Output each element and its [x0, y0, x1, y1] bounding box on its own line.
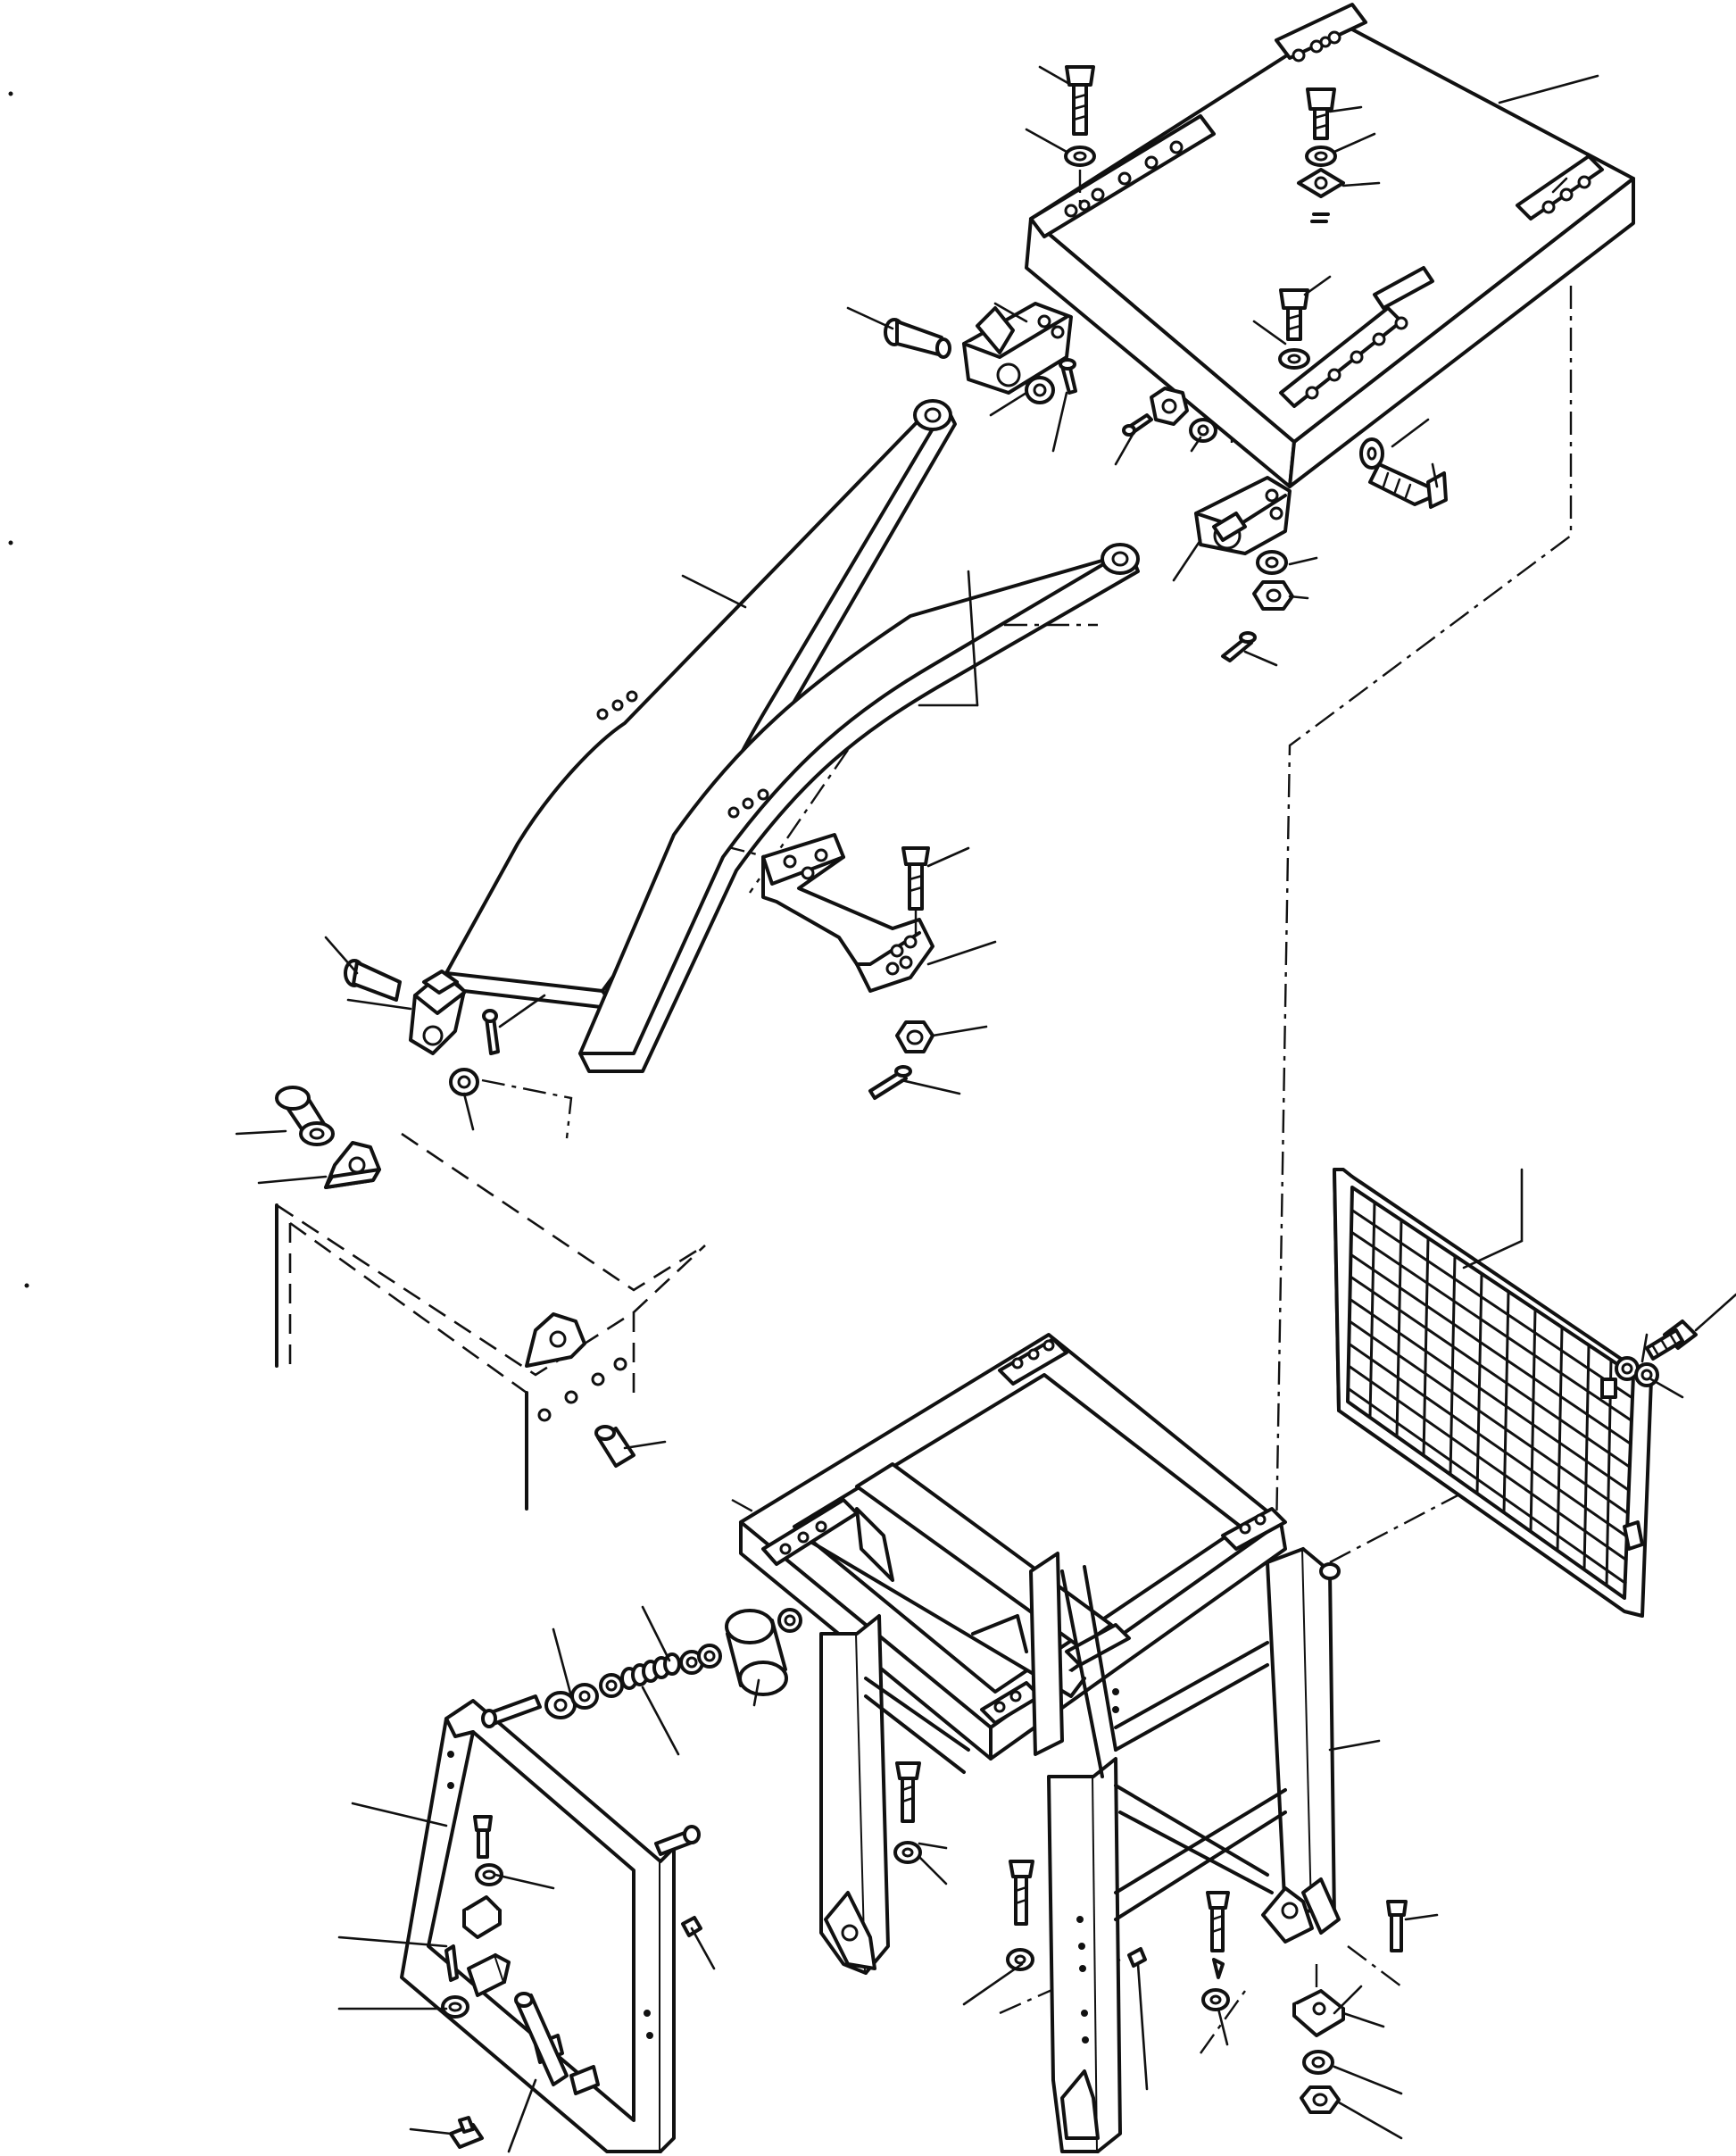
rear-screen-guard: [1333, 1168, 1653, 1618]
front-guard-frame: [400, 1694, 702, 2153]
cab-bolt-holes: [537, 1357, 627, 1422]
right-support-tube: [578, 543, 1140, 1073]
front-guard-small-bracket: [449, 2116, 484, 2149]
roof-bolt-left: [1064, 65, 1096, 205]
lower-right-nut-stack: [1221, 550, 1294, 662]
roof-bolt-right: [1297, 87, 1345, 223]
upper-left-clevis-bracket: [962, 302, 1073, 395]
foot-bolt-far-right: [1386, 1900, 1408, 1952]
roof-bolt-center: [1278, 288, 1310, 370]
foot-pin-center: [1127, 1947, 1147, 1968]
roof-side-bolt: [1359, 437, 1448, 509]
upper-left-cotter-pin: [1059, 358, 1077, 395]
center-nut: [868, 1020, 934, 1100]
lower-left-pin: [344, 959, 402, 1002]
lower-cotter-pin: [482, 1009, 500, 1055]
foot-bolt-center: [1006, 1860, 1034, 1971]
center-bolt: [901, 846, 930, 942]
left-support-tube: [444, 399, 957, 1011]
spring-and-washer-stack: [544, 1644, 722, 1719]
main-frame: [739, 1333, 1341, 2153]
upper-right-clevis-bracket: [1194, 476, 1292, 555]
lower-clevis-bracket: [409, 970, 466, 1055]
upper-right-nut-assembly: [1122, 387, 1217, 443]
cab-phantom-outline: [275, 1203, 706, 1511]
cab-plug: [594, 1425, 635, 1468]
callout-leader-lines: [235, 65, 1736, 2153]
mounting-ear: [324, 1141, 381, 1189]
upper-left-pin: [884, 318, 951, 359]
cab-mounting-ear: [525, 1312, 586, 1368]
bushing: [275, 1086, 335, 1146]
canopy-roof-plate: [1025, 3, 1635, 488]
stray-marks: [8, 91, 29, 1288]
center-cross-bracket: [761, 833, 934, 993]
spacer-sleeve: [725, 1608, 802, 1696]
frame-pin-right: [1319, 1562, 1341, 1580]
foot-bolt-right: [1201, 1891, 1230, 2011]
foot-bolt-left: [893, 1761, 922, 1864]
upper-left-washer: [1025, 376, 1055, 404]
foot-plate-and-nuts: [1292, 1989, 1345, 2114]
lower-washer: [449, 1068, 479, 1096]
